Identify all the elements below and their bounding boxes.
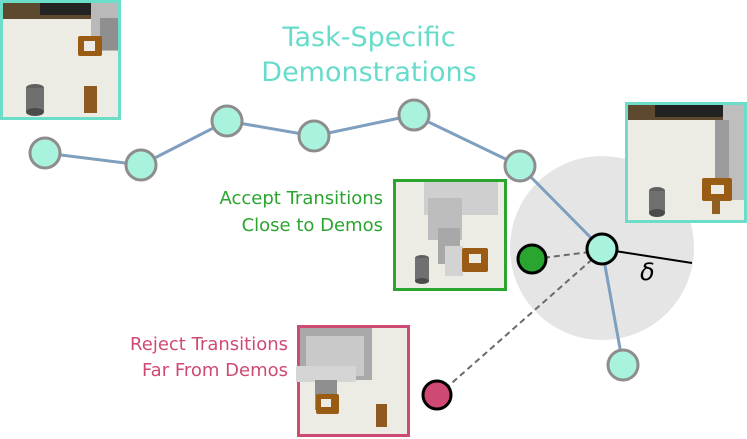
demo-node-3 (210, 104, 244, 138)
reject-connector (444, 255, 597, 390)
demo-node-5 (397, 98, 431, 132)
title-line-2: Demonstrations (261, 57, 476, 88)
demo-node-4 (297, 119, 331, 153)
path-segment-4 (312, 113, 416, 138)
reject-transition-image (296, 325, 410, 437)
reject-label-line-1: Reject Transitions (130, 334, 288, 355)
path-segment-7 (600, 247, 625, 367)
right-demo-image (625, 102, 747, 223)
accept-label-line-2: Close to Demos (242, 215, 383, 236)
demo-node-6 (503, 149, 537, 183)
demo-node-center (585, 232, 619, 266)
path-segment-5 (412, 113, 522, 168)
demo-node-8 (606, 348, 640, 382)
accept-label-line-1: Accept Transitions (220, 188, 384, 209)
threshold-symbol: δ (640, 258, 655, 286)
demo-node-1 (28, 136, 62, 170)
demo-node-2 (124, 148, 158, 182)
accept-node (516, 243, 548, 275)
path-segment-6 (518, 164, 604, 251)
top-left-demo-image (0, 0, 121, 120)
reject-node (421, 379, 453, 411)
accept-transition-image (393, 179, 507, 291)
title-line-1: Task-Specific (281, 22, 455, 53)
reject-label-line-2: Far From Demos (142, 360, 288, 381)
